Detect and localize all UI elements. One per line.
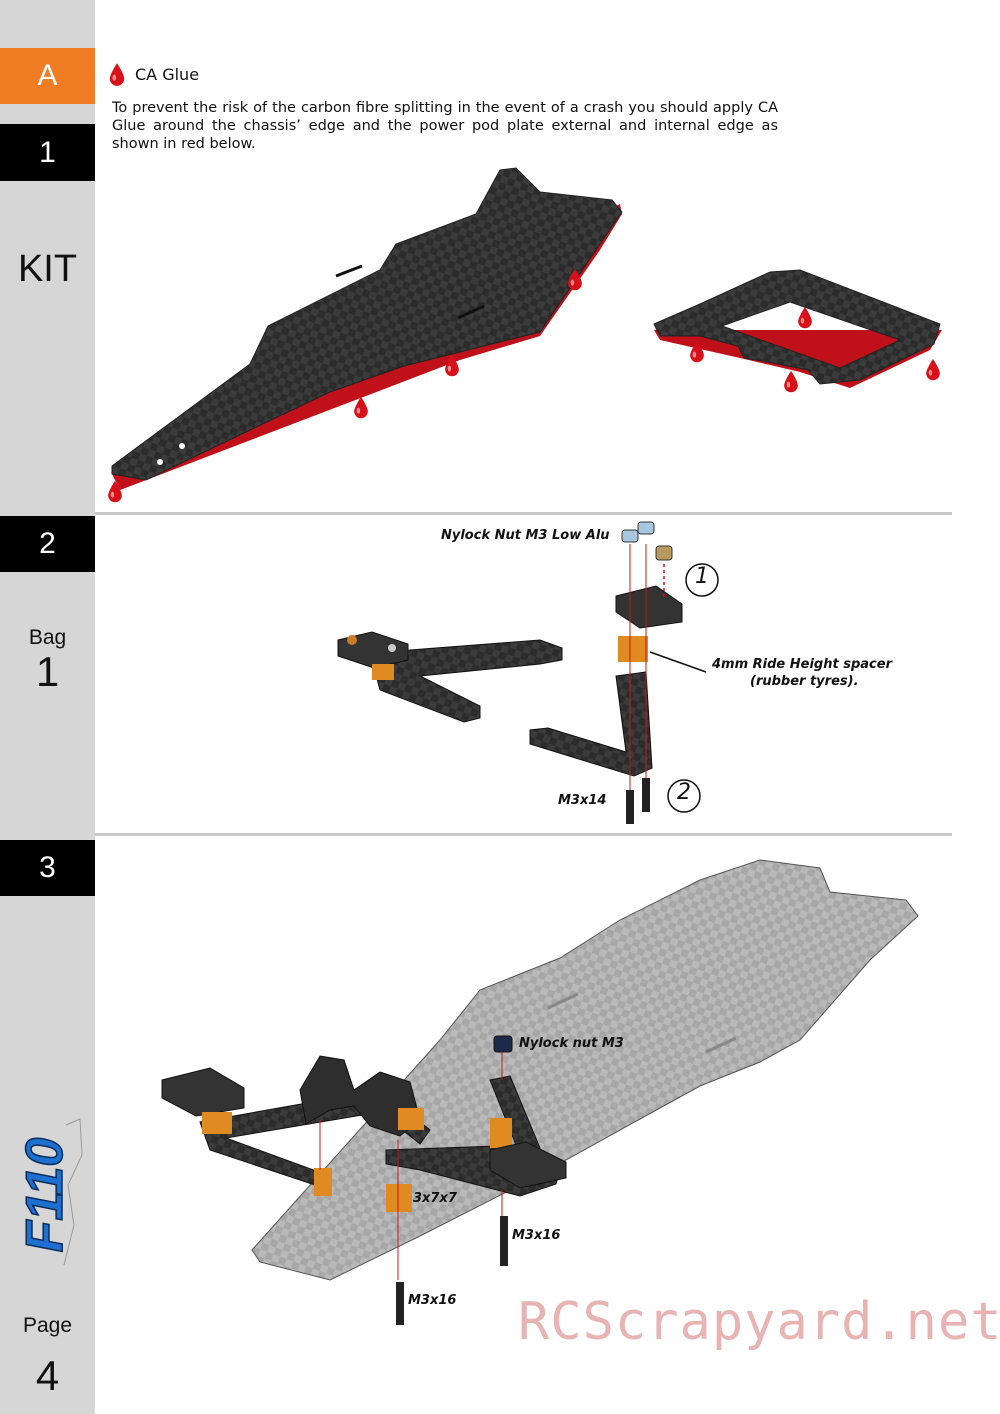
order-number-2: 2 [677,780,691,805]
watermark: RCScrapyard.net [518,1292,1000,1352]
nylock-nut-2 [637,521,655,535]
nylock-nut-m3-label: Nylock nut M3 [519,1036,624,1051]
ride-height-spacer-note: (rubber tyres). [750,674,859,689]
nylock-nut-low-alu-label: Nylock Nut M3 Low Alu [441,528,610,543]
glue-drop-icon [109,63,125,86]
right-link-arm [529,671,653,777]
step-tab-3: 3 [0,840,95,896]
screw-m3x14-2 [642,778,650,812]
power-pod-plate [653,269,941,385]
spacer-3x7x7 [386,1184,412,1212]
ca-glue-instructions: To prevent the risk of the carbon fibre … [112,100,778,152]
f110-logo: F110 [15,1118,83,1266]
svg-text:F110: F110 [16,1138,74,1253]
order-number-1: 1 [695,564,709,589]
right-spacer-3 [490,1118,512,1148]
order-circle-2 [667,779,701,813]
chassis-plate [111,167,623,481]
step-tab-2: 2 [0,516,95,572]
left-link-arm [371,639,563,723]
left-spacer-3 [202,1112,232,1134]
screw-m3x16-a [500,1216,508,1266]
ca-glue-title: CA Glue [135,65,200,84]
left-pivot-block-3 [161,1067,245,1117]
section-tab-a: A [0,48,95,104]
section-divider [95,512,952,515]
step2-assembly-diagram [337,521,719,824]
ride-height-spacer [618,636,648,662]
chassis-plate-grey [251,859,919,1281]
bag-number: 1 [35,648,60,695]
screw-m3x14-1 [626,790,634,824]
m3x14-screw-label: M3x14 [558,793,607,808]
step-tab-1: 1 [0,124,95,181]
sidebar [0,0,95,1414]
section-divider [95,833,952,836]
right-pivot-block [615,585,683,629]
bag-label: Bag [28,626,67,649]
m3x16-screw-label-a: M3x16 [512,1228,561,1243]
front-spacer [314,1168,332,1196]
right-pivot-block-3 [489,1141,567,1189]
left-spacer [372,664,394,680]
ride-height-spacer-label: 4mm Ride Height spacer [712,657,892,672]
brass-nut [655,545,673,561]
page-label: Page [22,1314,73,1337]
step3-assembly-diagram [161,859,919,1325]
bulkhead-spacer [398,1108,424,1130]
page-number: 4 [35,1352,60,1399]
nylock-nut-1 [621,529,639,543]
order-circle-1 [685,563,719,597]
screw-m3x16-b [396,1282,404,1325]
kit-label: KIT [17,248,78,290]
m3x16-screw-label-b: M3x16 [408,1293,457,1308]
nylock-nut-m3 [493,1035,513,1053]
spacer-3x7x7-label: 3x7x7 [413,1191,457,1206]
step1-glue-diagram [108,167,942,503]
